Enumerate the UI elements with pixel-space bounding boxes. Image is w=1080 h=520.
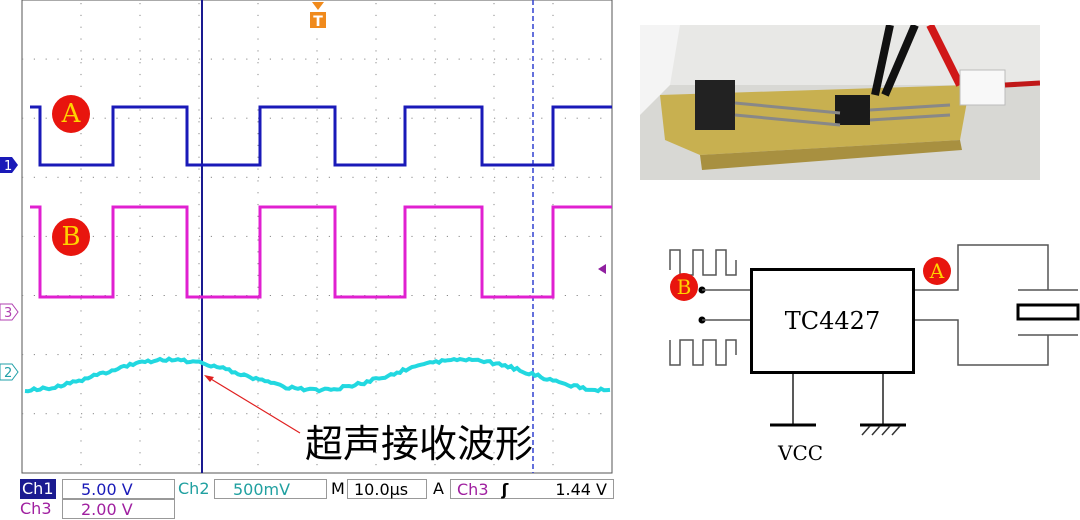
ch2-label: Ch2	[178, 479, 210, 499]
svg-text:2: 2	[4, 366, 12, 381]
trigger-level: 1.44 V	[555, 480, 607, 500]
trigger-marker-label: T	[313, 14, 323, 30]
ch3-scale: 2.00 V	[62, 499, 175, 519]
input-waveform-bottom	[670, 340, 736, 365]
circuit-photo	[640, 25, 1040, 180]
trigger-settings: Ch3 ʃ 1.44 V	[450, 479, 614, 499]
ch2-scale: 500mV	[214, 479, 327, 499]
ch1-label: Ch1	[20, 479, 56, 499]
marker-b-scope: B	[52, 218, 90, 256]
input-waveform-top	[670, 250, 736, 275]
timebase-label: M	[331, 479, 345, 499]
trigger-source: Ch3	[457, 480, 489, 499]
trigger-label: A	[433, 479, 444, 499]
ch1-scale: 5.00 V	[62, 479, 175, 499]
marker-a-schematic: A	[923, 257, 951, 285]
tc4427-chip: TC4427	[750, 268, 915, 374]
oscilloscope-display: T 1 3 2	[0, 0, 620, 475]
marker-a-scope: A	[52, 95, 90, 133]
trigger-slope-icon: ʃ	[502, 480, 509, 499]
svg-text:3: 3	[4, 306, 12, 321]
marker-b-schematic: B	[670, 273, 698, 301]
caption: 超声接收波形	[305, 413, 533, 468]
timebase: 10.0µs	[347, 479, 427, 499]
svg-text:1: 1	[4, 159, 12, 174]
ch3-label: Ch3	[20, 499, 52, 519]
vcc-label: VCC	[778, 441, 823, 465]
